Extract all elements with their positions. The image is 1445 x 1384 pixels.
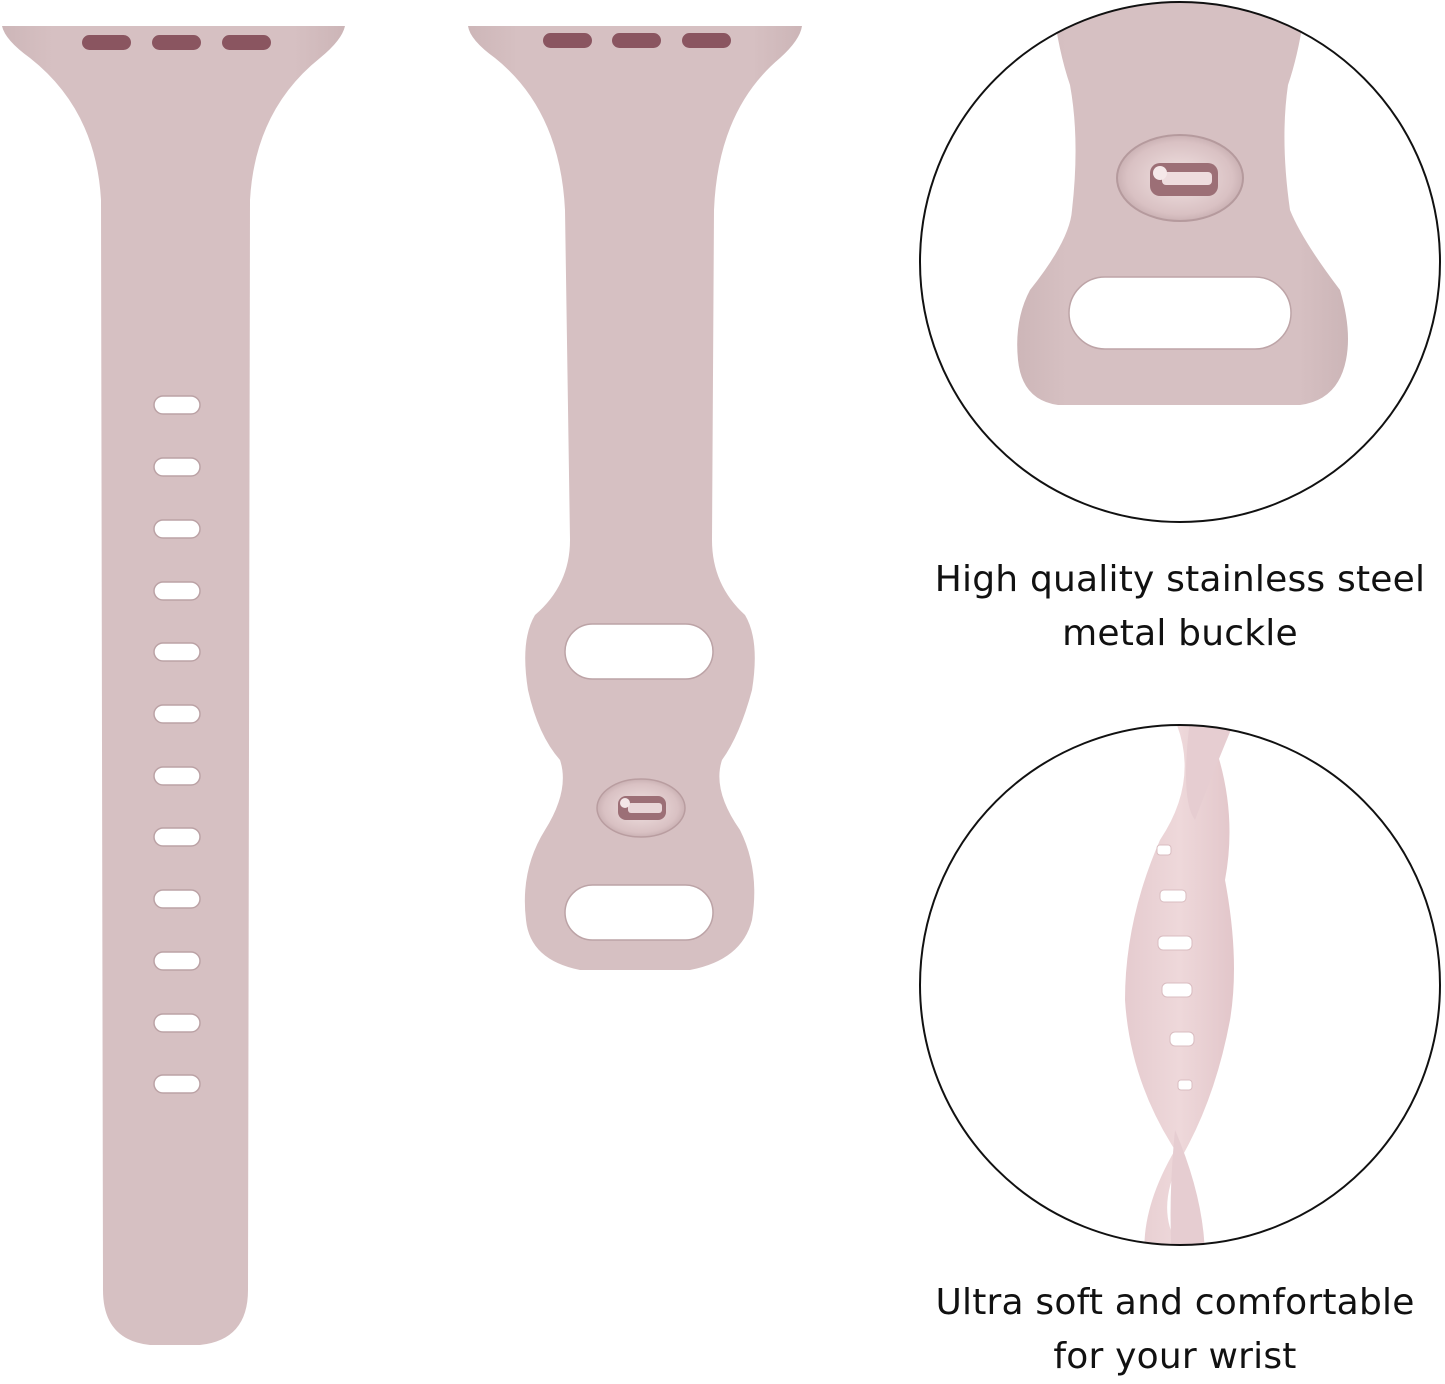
loop-hole <box>564 623 714 680</box>
twisted-band-closeup-icon <box>919 724 1441 1246</box>
metal-buckle <box>596 778 686 838</box>
caption-line: Ultra soft and comfortable <box>935 1282 1415 1323</box>
short-strap <box>468 26 802 970</box>
adjustment-holes <box>153 395 201 1094</box>
feature-caption-comfort: Ultra soft and comfortable for your wris… <box>905 1276 1445 1384</box>
caption-line: for your wrist <box>1053 1336 1297 1377</box>
feature-caption-buckle: High quality stainless steel metal buckl… <box>920 553 1440 661</box>
buckle-closeup-icon <box>919 1 1441 523</box>
pin-slots <box>543 33 731 48</box>
caption-line: High quality stainless <box>934 559 1326 600</box>
loop-hole <box>564 884 714 941</box>
pin-slots <box>82 35 271 50</box>
long-strap <box>2 26 345 1345</box>
caption-line: steel metal buckle <box>1062 559 1426 654</box>
